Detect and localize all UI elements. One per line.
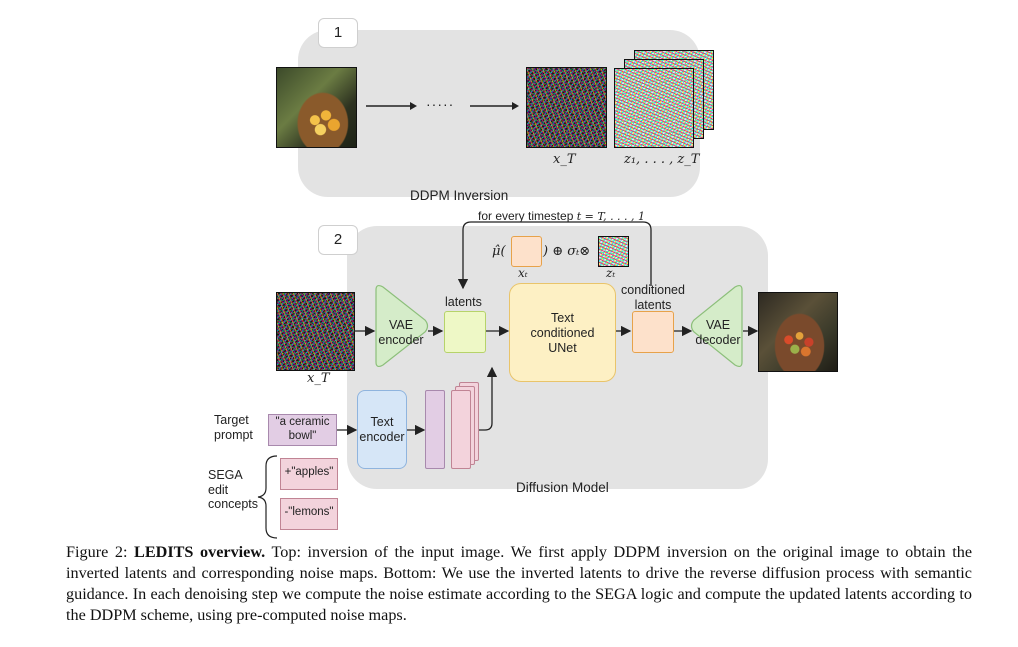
diffusion-model-label: Diffusion Model xyxy=(516,480,609,495)
mu-hat: μ̂( xyxy=(492,244,506,259)
figure-caption: Figure 2: LEDITS overview. Top: inversio… xyxy=(66,542,972,626)
zt-noise-map xyxy=(598,236,629,267)
caption-text: Top: inversion of the input image. We fi… xyxy=(66,543,973,624)
vae-encoder-line1: VAE xyxy=(388,318,414,332)
target-prompt-value-line2: bowl" xyxy=(288,430,317,442)
unet-box xyxy=(509,283,616,382)
ddpm-inversion-label: DDPM Inversion xyxy=(410,188,509,203)
vae-encoder-line2: encoder xyxy=(378,333,424,347)
unet-line1: Text xyxy=(551,311,574,325)
step-1-badge: 1 xyxy=(318,18,358,48)
noisy-latent-xT xyxy=(526,67,607,148)
text-encoder-box xyxy=(357,390,407,469)
vae-decoder-line2: decoder xyxy=(695,333,741,347)
caption-bold: LEDITS overview. xyxy=(134,543,266,561)
xt-label: xₜ xyxy=(518,266,528,280)
text-encoder-label: Text encoder xyxy=(356,415,408,445)
sega-lemons-box xyxy=(280,498,338,530)
input-image xyxy=(276,67,357,148)
vae-decoder: VAE decoder xyxy=(692,318,744,348)
unet-line2: conditioned xyxy=(530,326,595,340)
inversion-arrows xyxy=(366,102,519,110)
sega-line3: concepts xyxy=(208,497,259,511)
ellipsis-dots: ····· xyxy=(426,96,455,112)
sega-label: SEGA edit concepts xyxy=(208,468,258,512)
target-prompt-line2: prompt xyxy=(214,428,253,442)
conditioned-latents-square xyxy=(632,311,674,353)
target-prompt-label: Target prompt xyxy=(214,413,253,443)
vae-encoder-shape xyxy=(375,284,429,368)
output-image xyxy=(758,292,838,372)
prompt-embedding-bar xyxy=(425,390,445,469)
noisy-input-xT xyxy=(276,292,355,371)
target-prompt-line1: Target xyxy=(214,413,249,427)
latents-label: latents xyxy=(445,295,482,309)
sega-apples-box xyxy=(280,458,338,490)
sega-line1: SEGA xyxy=(208,468,243,482)
conditioned-latents-label: conditioned latents xyxy=(616,283,690,313)
unet-line3: UNet xyxy=(548,341,577,355)
update-rest: ) ⊕ σₜ⊗ xyxy=(543,244,591,259)
target-prompt-value-line1: "a ceramic xyxy=(275,416,330,428)
target-prompt-box xyxy=(268,414,337,446)
sega-apples-text: +"apples" xyxy=(284,466,334,478)
loop-prefix: for every timestep xyxy=(478,209,574,223)
target-prompt-value: "a ceramic bowl" xyxy=(268,415,337,443)
xT-bottom-label: x_T xyxy=(307,371,330,386)
noise-sequence-label: z₁, . . . , z_T xyxy=(624,152,700,167)
cond-latents-line1: conditioned xyxy=(621,283,685,297)
latents-square xyxy=(444,311,486,353)
noise-map-stack-1 xyxy=(614,68,694,148)
concept-embedding-bar-1 xyxy=(451,390,471,469)
sega-line2: edit xyxy=(208,482,229,497)
text-encoder-line1: Text xyxy=(370,415,394,429)
text-encoder-line2: encoder xyxy=(359,430,405,444)
cond-latents-line2: latents xyxy=(634,298,672,312)
loop-range: t = T, . . . , 1 xyxy=(576,210,646,223)
sega-lemons-text: -"lemons" xyxy=(284,506,334,518)
caption-prefix: Figure 2: xyxy=(66,543,135,561)
unet-label: Text conditioned UNet xyxy=(509,311,616,356)
vae-decoder-line1: VAE xyxy=(705,318,731,332)
loop-label: for every timestep t = T, . . . , 1 xyxy=(478,209,645,223)
vae-encoder: VAE encoder xyxy=(376,318,426,348)
step-2-badge: 2 xyxy=(318,225,358,255)
xt-square xyxy=(511,236,542,267)
xT-top-label: x_T xyxy=(553,152,576,167)
zt-label: zₜ xyxy=(606,266,616,280)
